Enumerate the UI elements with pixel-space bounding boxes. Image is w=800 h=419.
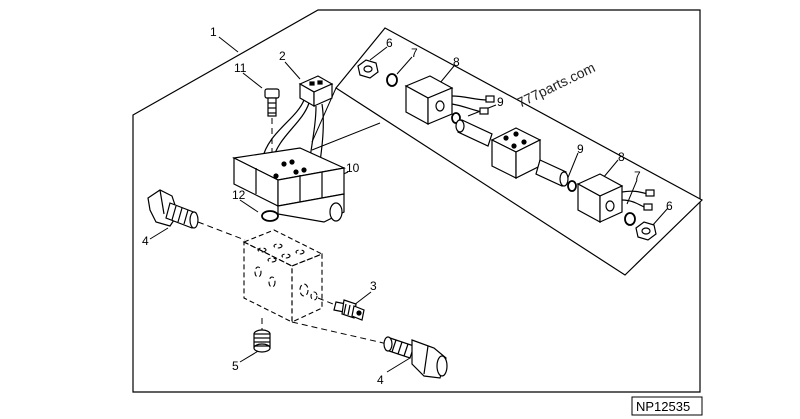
callout-12: 12 (232, 188, 246, 202)
callout-7-upper: 7 (411, 46, 418, 60)
callout-10: 10 (346, 161, 360, 175)
watermark-text: 777parts.com (514, 59, 597, 111)
valve-cartridge (455, 119, 569, 187)
inset-leader-line (311, 122, 381, 151)
callout-7-lower: 7 (634, 169, 641, 183)
fitting-4-upper (147, 189, 199, 229)
o-ring-7-lower (624, 212, 636, 226)
coil-8-upper (404, 75, 495, 126)
callout-8-upper: 8 (453, 55, 460, 69)
sensor-3 (333, 299, 365, 321)
callout-8-lower: 8 (618, 150, 625, 164)
callout-6-upper: 6 (386, 36, 393, 50)
connector-2 (298, 75, 334, 108)
reference-code-box (631, 396, 703, 416)
manifold-block (242, 229, 324, 323)
callout-9-lower: 9 (577, 142, 584, 156)
callout-5: 5 (232, 359, 239, 373)
reference-code: NP12535 (636, 399, 690, 414)
callout-4-lower: 4 (377, 373, 384, 387)
o-ring-7-upper (386, 73, 398, 87)
callout-11: 11 (234, 61, 247, 75)
callout-4-upper: 4 (142, 234, 149, 248)
o-ring-12 (261, 210, 279, 222)
callout-2: 2 (279, 49, 286, 63)
o-ring-9-lower (567, 180, 577, 192)
callout-6-lower: 6 (666, 199, 673, 213)
assembly-axis-line (317, 297, 339, 307)
assembly-axis-line (197, 221, 246, 241)
cap-screw-11 (264, 88, 280, 117)
callout-3: 3 (370, 279, 377, 293)
fitting-4-lower (383, 336, 448, 379)
plug-5 (253, 329, 271, 353)
callout-9-upper: 9 (497, 95, 504, 109)
assembly-axis-line (291, 321, 393, 346)
callout-1: 1 (210, 25, 217, 39)
coil-8-lower (576, 173, 655, 224)
nut-6-upper (357, 59, 379, 79)
valve-block-10 (232, 147, 346, 223)
nut-6-lower (635, 221, 657, 241)
